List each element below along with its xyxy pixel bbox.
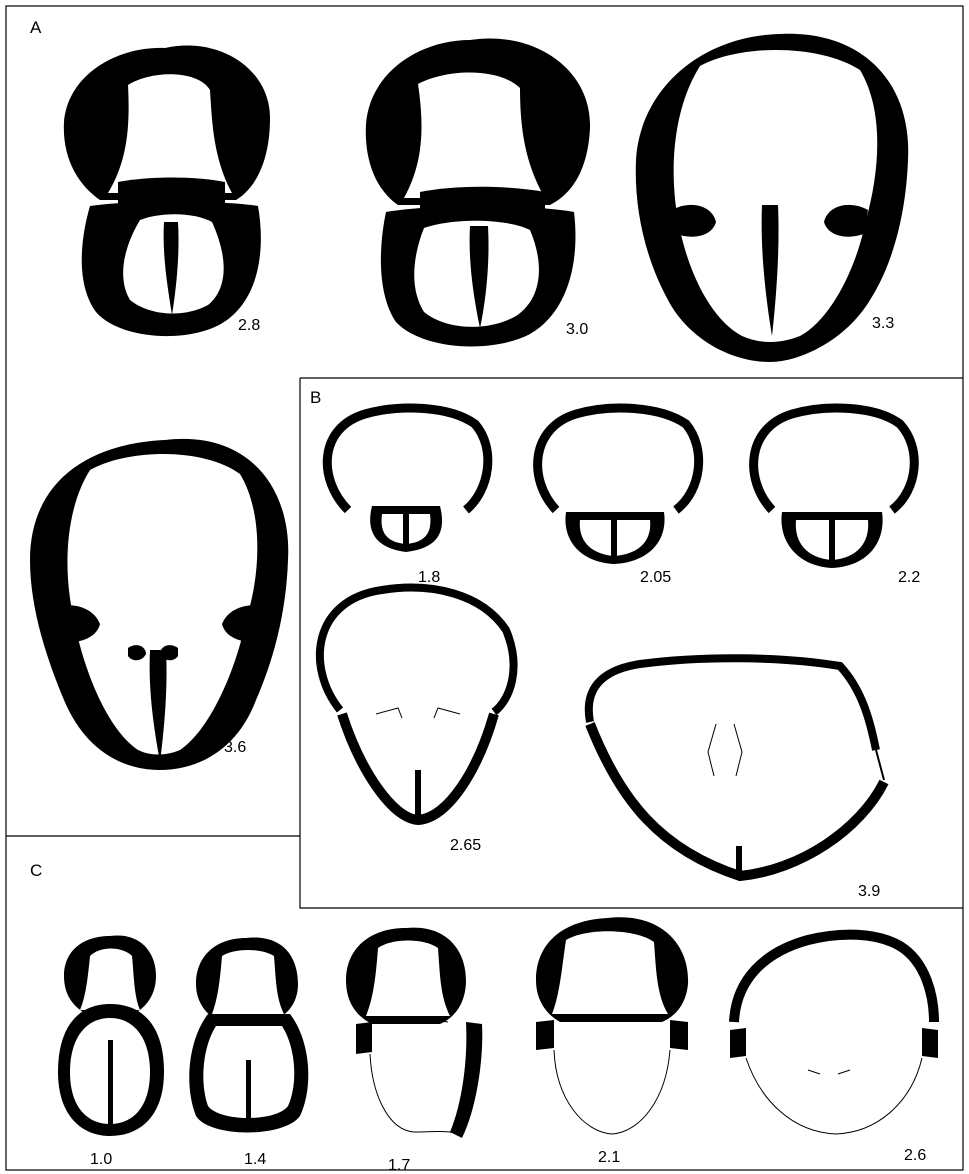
section-c-2-1: 2.1 [536, 917, 688, 1166]
section-b-3-9-left-process [708, 724, 716, 776]
section-b-2-65-left-process [376, 708, 402, 718]
section-b-3-9-upper [589, 658, 876, 750]
section-b-3-9: 3.9 [589, 658, 884, 900]
section-c-2-6-lower [746, 1058, 922, 1134]
section-b-3-9-midline [736, 846, 742, 876]
section-b-1-8: 1.8 [327, 408, 488, 586]
panel-c-letter: C [30, 861, 42, 880]
section-c-1-4-upper-cavity [212, 950, 284, 1014]
section-b-2-05: 2.05 [538, 408, 699, 586]
section-b-1-8-outer [327, 408, 488, 510]
section-c-2-1-left-block [536, 1020, 554, 1050]
section-c-2-6: 2.6 [730, 935, 938, 1164]
section-c-1-4-midline [246, 1060, 251, 1122]
section-a-3-0: 3.0 [366, 38, 590, 346]
section-c-1-7-right-block [450, 1022, 482, 1138]
panel-b: B 1.8 2.05 2.2 [310, 388, 920, 900]
section-a-3-3: 3.3 [636, 34, 908, 362]
section-c-1-7-label: 1.7 [388, 1157, 410, 1174]
section-c-1-4: 1.4 [189, 938, 308, 1168]
section-b-1-8-midline [403, 514, 409, 548]
section-a-3-6: 3.6 [30, 439, 288, 770]
section-b-3-9-right-rim [876, 750, 884, 780]
section-b-1-8-label: 1.8 [418, 569, 440, 586]
section-b-2-65: 2.65 [320, 588, 514, 854]
section-b-2-05-label: 2.05 [640, 569, 671, 586]
section-c-1-7-upper-cavity [366, 941, 450, 1017]
section-c-1-0: 1.0 [58, 935, 164, 1168]
section-c-1-4-label: 1.4 [244, 1151, 266, 1168]
section-c-2-1-lower [554, 1050, 670, 1134]
section-a-2-8: 2.8 [64, 45, 270, 336]
section-b-2-05-outer [538, 408, 699, 510]
section-b-2-2-label: 2.2 [898, 569, 920, 586]
section-c-2-1-label: 2.1 [598, 1149, 620, 1166]
section-b-2-65-outer [320, 588, 514, 712]
section-c-2-1-upper-cavity [552, 931, 668, 1014]
section-b-2-65-midline [415, 770, 421, 820]
section-a-2-8-label: 2.8 [238, 317, 260, 334]
panel-b-letter: B [310, 388, 321, 407]
panel-b-frame [300, 378, 963, 908]
section-c-1-7-left-block [356, 1022, 372, 1054]
section-c-1-7: 1.7 [346, 928, 482, 1174]
section-c-2-6-left-block [730, 1028, 746, 1058]
section-b-3-9-right-process [734, 724, 742, 776]
section-b-2-65-label: 2.65 [450, 837, 481, 854]
section-a-3-3-label: 3.3 [872, 315, 894, 332]
section-a-3-6-label: 3.6 [224, 739, 246, 756]
section-c-2-6-left-process [808, 1070, 820, 1074]
panel-a-letter: A [30, 18, 42, 37]
section-b-2-2-outer [754, 408, 915, 510]
section-b-3-9-label: 3.9 [858, 883, 880, 900]
section-c-2-6-right-block [922, 1028, 938, 1058]
section-c-2-6-upper [734, 935, 934, 1022]
section-a-3-0-label: 3.0 [566, 321, 588, 338]
section-b-2-2: 2.2 [754, 408, 921, 586]
section-c-2-6-label: 2.6 [904, 1147, 926, 1164]
section-c-2-6-right-process [838, 1070, 850, 1074]
section-b-2-05-midline [611, 520, 617, 560]
section-b-2-2-midline [829, 520, 835, 564]
section-c-1-0-label: 1.0 [90, 1151, 112, 1168]
section-c-1-0-midline [108, 1040, 113, 1124]
section-c-2-1-right-block [670, 1020, 688, 1050]
section-c-1-7-lower [370, 1054, 458, 1134]
section-b-2-65-right-process [434, 708, 460, 718]
